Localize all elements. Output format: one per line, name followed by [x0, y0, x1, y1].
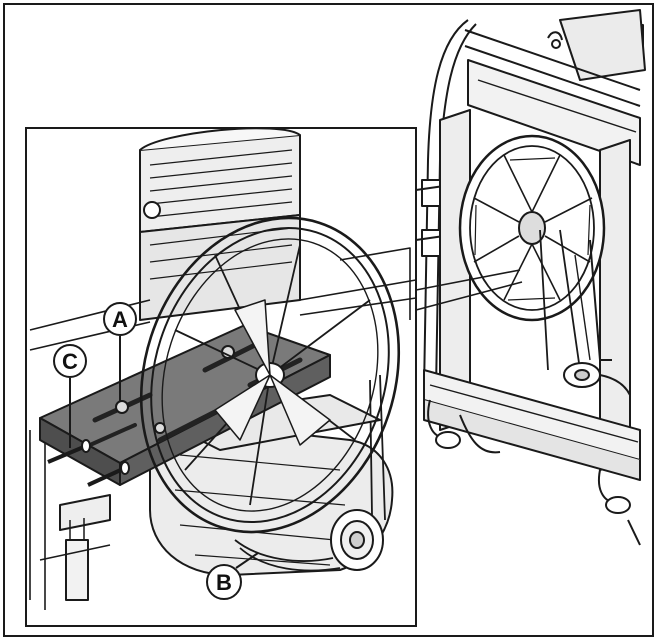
callout-b: B — [206, 552, 259, 600]
large-pulley — [139, 216, 401, 534]
machine-overview — [415, 9, 646, 546]
callout-c: C — [53, 344, 87, 448]
callout-a: A — [103, 302, 137, 402]
callout-a-label: A — [112, 307, 128, 332]
callout-c-label: C — [62, 349, 78, 374]
inset-detail — [29, 128, 416, 610]
callout-b-label: B — [216, 570, 232, 595]
